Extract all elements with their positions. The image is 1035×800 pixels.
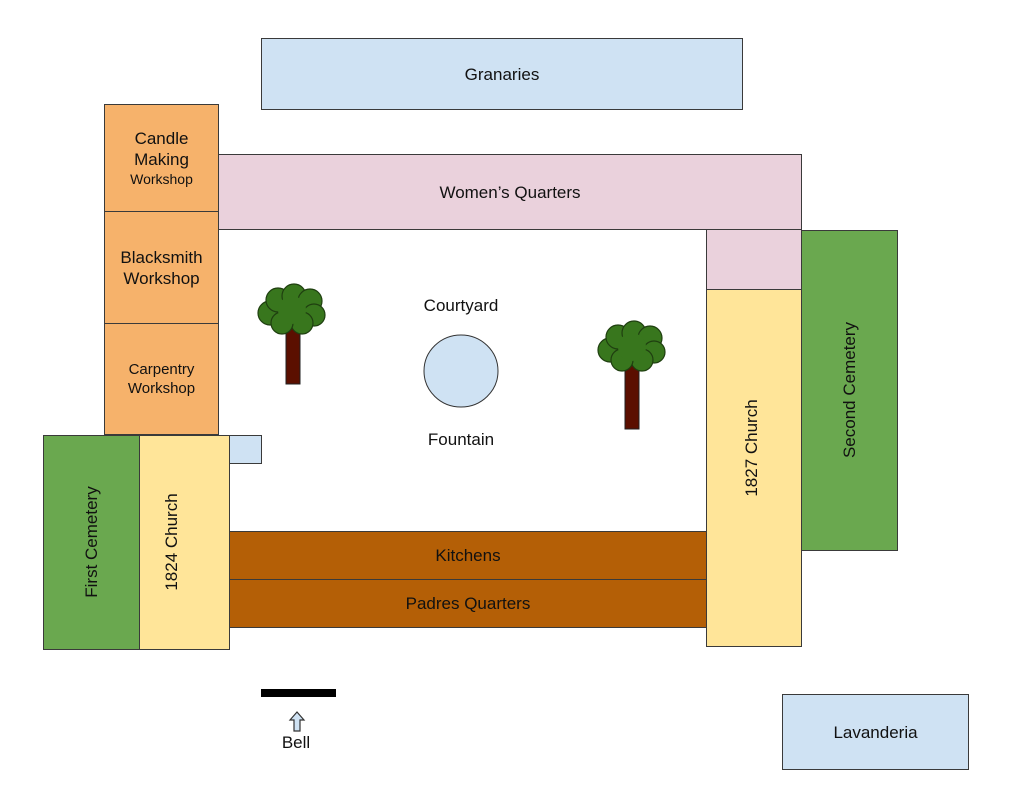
womens-quarters-extension [706,229,802,290]
blacksmith-label-line2: Workshop [123,268,200,288]
kitchens-building: Kitchens [229,531,707,580]
fountain-icon [423,334,499,408]
bell-bar [261,689,336,697]
blacksmith-workshop: Blacksmith Workshop [104,211,219,324]
church-1827-label: 1827 Church [742,399,761,497]
candle-making-workshop: Candle Making Workshop [104,104,219,212]
candle-label-line1: Candle [134,128,189,148]
kitchens-label: Kitchens [435,546,501,565]
padres-quarters-building: Padres Quarters [229,579,707,628]
carpentry-label-line2: Workshop [127,380,196,397]
carpentry-workshop: Carpentry Workshop [104,323,219,435]
candle-label-line3: Workshop [130,170,193,187]
bell-label: Bell [281,733,311,752]
courtyard-label: Courtyard [423,296,499,315]
granaries-label: Granaries [464,64,540,84]
womens-quarters-label: Women’s Quarters [439,182,581,202]
church-1827-building [706,289,802,647]
padres-quarters-label: Padres Quarters [405,594,531,613]
fountain-label: Fountain [427,430,495,449]
small-storage-block [229,435,262,464]
second-cemetery [801,230,898,551]
lavanderia-label: Lavanderia [833,722,918,742]
church-1824-label: 1824 Church [162,493,181,591]
blacksmith-label-line1: Blacksmith [120,247,203,267]
carpentry-label-line1: Carpentry [128,361,195,378]
first-cemetery-label: First Cemetery [82,486,101,598]
second-cemetery-label: Second Cemetery [840,321,859,459]
church-1824-building [139,435,230,650]
tree-icon [597,320,666,430]
arrow-up-icon [288,711,306,732]
lavanderia-building: Lavanderia [782,694,969,770]
tree-icon [257,283,326,385]
candle-label-line2: Making [134,149,189,169]
first-cemetery [43,435,140,650]
granaries-building: Granaries [261,38,743,110]
womens-quarters-building: Women’s Quarters [218,154,802,230]
